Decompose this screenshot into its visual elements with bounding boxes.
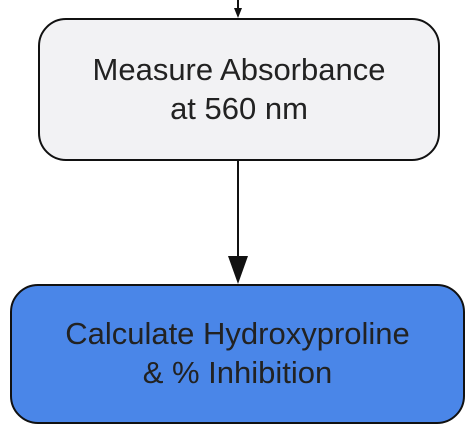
node-measure-absorbance: Measure Absorbance at 560 nm — [38, 18, 440, 161]
node-calculate-hydroxyproline: Calculate Hydroxyproline & % Inhibition — [10, 284, 465, 424]
node-calculate-hydroxyproline-label: Calculate Hydroxyproline & % Inhibition — [65, 316, 410, 390]
edge-measure-to-calculate-arrowhead — [228, 256, 248, 284]
node-measure-absorbance-label: Measure Absorbance at 560 nm — [92, 51, 386, 126]
incoming-arrowhead — [234, 8, 242, 18]
